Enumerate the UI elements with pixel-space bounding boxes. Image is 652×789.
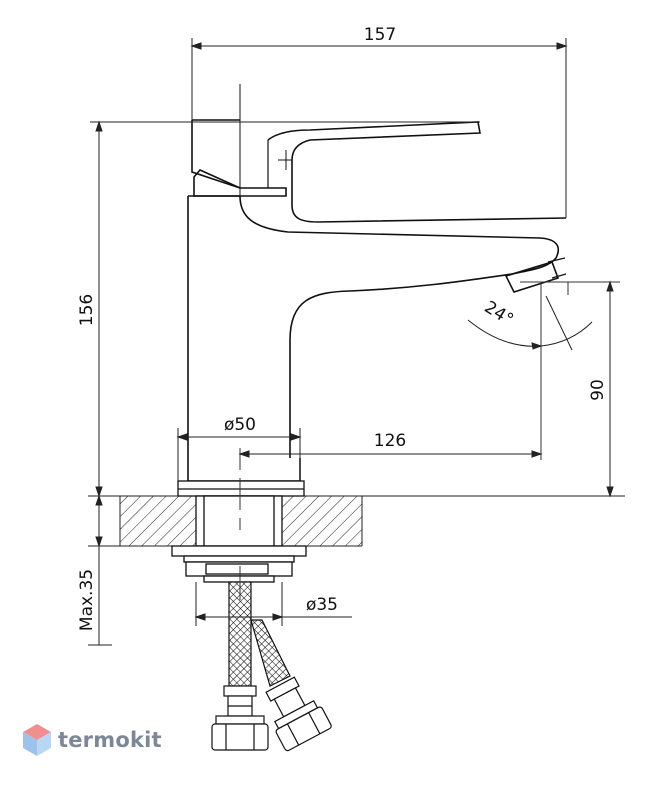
dim-label-height: 156 xyxy=(77,294,97,326)
dimension-max-mount xyxy=(88,494,112,646)
centerlines xyxy=(239,281,620,600)
dimension-shank-diameter xyxy=(194,582,352,626)
dimension-aerator-angle xyxy=(467,295,593,351)
dimension-spout-height xyxy=(606,280,614,498)
dimension-overall-height xyxy=(90,120,480,498)
countertop-section xyxy=(88,495,625,547)
logo-text: termokit xyxy=(58,728,162,752)
termokit-logo: termokit xyxy=(22,723,162,757)
flexible-hoses xyxy=(211,581,332,752)
dim-label-shank-diameter: ø35 xyxy=(306,595,338,615)
dim-label-spout-height: 90 xyxy=(588,379,608,401)
dim-label-base-diameter: ø50 xyxy=(224,415,256,435)
dimension-spout-reach xyxy=(238,450,543,458)
dimension-overall-width xyxy=(190,38,568,218)
dimension-base-diameter xyxy=(176,428,302,481)
dim-label-width: 157 xyxy=(364,25,396,45)
dim-label-max-mount: Max.35 xyxy=(77,569,97,631)
dim-label-spout-reach: 126 xyxy=(374,431,406,451)
dim-label-aerator-angle: 24° xyxy=(481,297,517,330)
mounting-assembly xyxy=(171,480,307,583)
hexagon-logo-icon xyxy=(23,724,51,756)
